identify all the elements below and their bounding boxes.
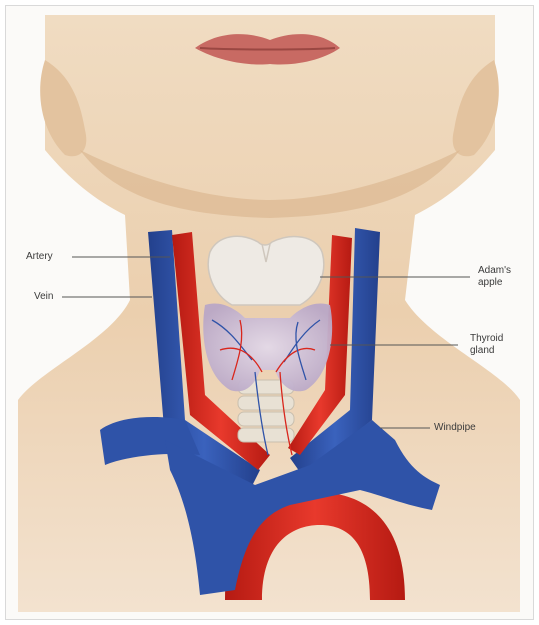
label-adams-apple: Adam's apple — [478, 265, 511, 289]
label-thyroid-line2: gland — [470, 345, 503, 357]
label-thyroid-line1: Thyroid — [470, 333, 503, 345]
label-windpipe: Windpipe — [434, 422, 476, 434]
label-adams-apple-line1: Adam's — [478, 265, 511, 277]
label-adams-apple-line2: apple — [478, 277, 511, 289]
label-artery: Artery — [26, 251, 53, 263]
label-vein: Vein — [34, 291, 53, 303]
thyroid-cartilage — [208, 236, 323, 305]
label-thyroid-gland: Thyroid gland — [470, 333, 503, 357]
